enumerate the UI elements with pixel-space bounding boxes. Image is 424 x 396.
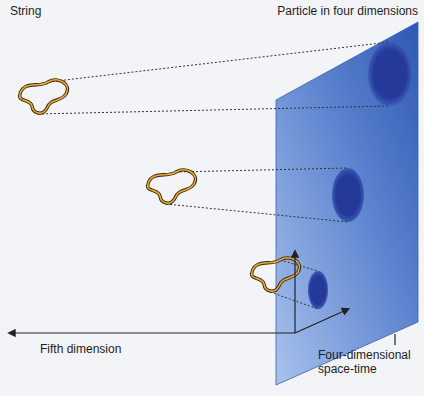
string-loop xyxy=(20,80,68,113)
spacetime-plane xyxy=(276,22,418,385)
projection-lines xyxy=(38,42,390,309)
string-loops xyxy=(20,80,300,291)
dimension-label: String xyxy=(10,4,90,18)
dimension-label: Particle in four dimensions xyxy=(214,4,418,18)
particle-dot xyxy=(332,168,364,222)
particle-dot xyxy=(368,42,412,106)
axis-arrows xyxy=(14,256,395,345)
string-loop xyxy=(252,258,300,291)
dimension-label: Four-dimensional space-time xyxy=(318,348,418,376)
particle-dot xyxy=(308,271,328,309)
dimension-label: Fifth dimension xyxy=(40,342,170,356)
string-loop xyxy=(148,170,196,203)
